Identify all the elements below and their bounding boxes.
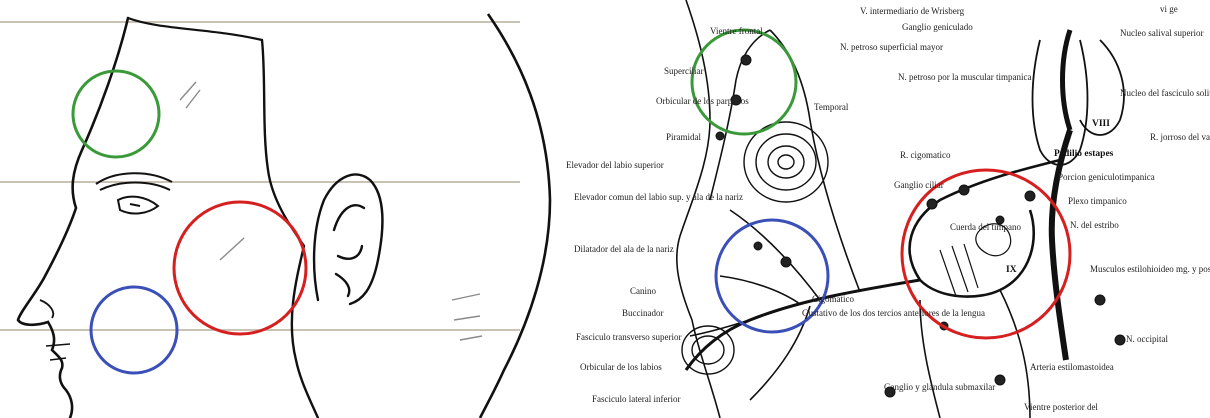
face-outline — [18, 18, 128, 418]
label-nervio-estribo: N. del estribo — [1070, 220, 1119, 230]
label-jorroso-vago: R. jorroso del vago — [1150, 132, 1210, 142]
proportion-guides — [0, 22, 520, 330]
label-nucleo-salival: Nucleo salival superior — [1120, 28, 1203, 38]
facial-nerve-panel: V. intermediario de Wrisberg Ganglio gen… — [560, 0, 1210, 418]
label-superciliar: Superciliar — [664, 66, 704, 76]
label-viii: VIII — [1092, 119, 1110, 129]
anatomy-labels: V. intermediario de Wrisberg Ganglio gen… — [566, 4, 1210, 412]
face-profile-drawing — [0, 0, 560, 418]
label-ganglio-ciliar: Ganglio ciliar — [894, 180, 944, 190]
label-intermediario: V. intermediario de Wrisberg — [860, 6, 965, 16]
label-ix: IX — [1006, 265, 1017, 275]
facial-nerve-drawing: V. intermediario de Wrisberg Ganglio gen… — [560, 0, 1210, 418]
label-vi-ge: vi ge — [1160, 4, 1178, 14]
eye — [118, 197, 158, 214]
label-lateral-inferior: Fasciculo lateral inferior — [592, 394, 680, 404]
ear — [314, 174, 382, 304]
label-orbicular-parpados: Orbicular de los parpados — [656, 96, 749, 106]
sketch-strokes — [180, 82, 482, 340]
label-vientre-posterior: Vientre posterior del — [1024, 402, 1098, 412]
label-estilohioideo: Musculos estilohioideo mg. y post. — [1090, 264, 1210, 274]
label-canino: Canino — [630, 286, 656, 296]
label-submaxilar: Ganglio y glandula submaxilar — [884, 382, 995, 392]
label-nucleo-solitario: Nucleo del fasciculo solitario — [1120, 88, 1210, 98]
label-piramidal: Piramidal — [666, 132, 701, 142]
lips — [682, 326, 734, 374]
tympanic-region — [940, 224, 1011, 296]
label-estilomastoidea: Arteria estilomastoidea — [1030, 362, 1114, 372]
back-of-head-line — [480, 14, 550, 418]
label-elevador-comun: Elevador comun del labio sup. y ala de l… — [574, 192, 743, 202]
label-buccinador: Buccinador — [622, 308, 663, 318]
label-plexo-timpanico: Plexo timpanico — [1068, 196, 1127, 206]
label-ganglio-geniculado: Ganglio geniculado — [902, 22, 973, 32]
jaw-line — [262, 40, 318, 418]
label-pedilio-estapes: Pedilio estapes — [1054, 149, 1114, 159]
label-elevador-labio: Elevador del labio superior — [566, 160, 664, 170]
orbit-eye — [744, 122, 828, 202]
label-gustativo: Gustativo de los dos tercios anteriores … — [802, 308, 985, 318]
label-geniculotimpanica: Porcion geniculotimpanica — [1058, 172, 1155, 182]
label-dilatador: Dilatador del ala de la nariz — [574, 244, 674, 254]
highlight-circle-green — [73, 71, 159, 157]
label-occipital: N. occipital — [1126, 334, 1168, 344]
label-transverso: Fasciculo transverso superior — [576, 332, 681, 342]
label-petroso-timpanica: N. petroso por la muscular timpanica — [898, 72, 1031, 82]
face-profile-panel — [0, 0, 560, 418]
label-cigomatico: Cigomatico — [812, 294, 854, 304]
highlight-circle-red — [174, 202, 306, 334]
label-orbicular-labios: Orbicular de los labios — [580, 362, 662, 372]
label-vientre-frontal: Vientre frontal — [710, 26, 763, 36]
label-temporal: Temporal — [814, 102, 849, 112]
nostril — [40, 300, 53, 318]
label-petroso-mayor: N. petroso superficial mayor — [840, 42, 943, 52]
label-r-cigomatico: R. cigomatico — [900, 150, 951, 160]
label-cuerda-timpano: Cuerda del timpano — [950, 222, 1021, 232]
